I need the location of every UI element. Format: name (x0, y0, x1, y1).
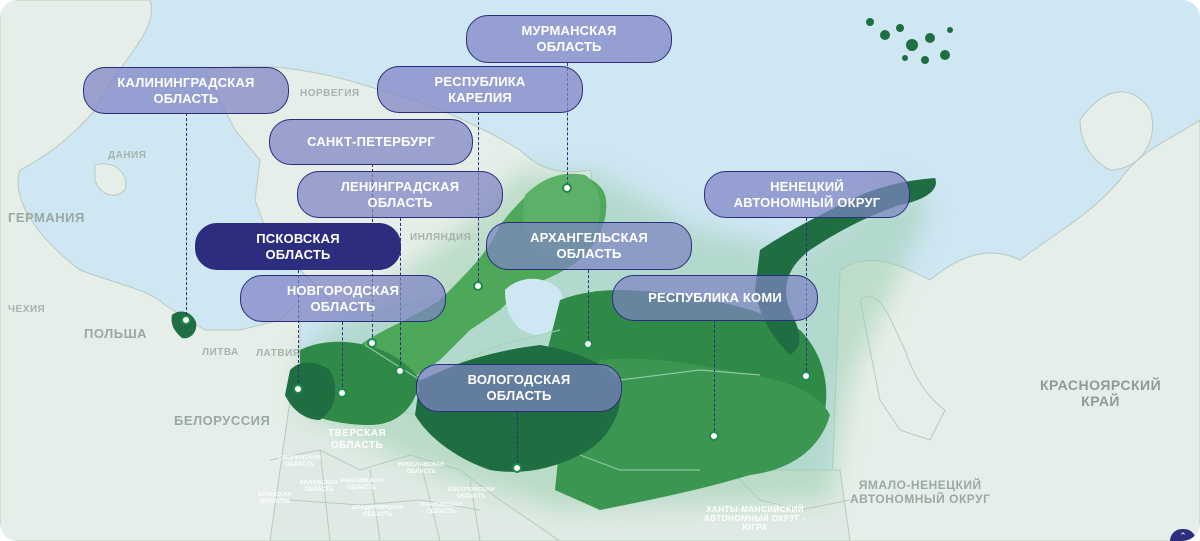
country-label-khmao: ХАНТЫ-МАНСИЙСКИЙ АВТОНОМНЫЙ ОКРУГ - ЮГРА (704, 505, 807, 533)
dot-pskov[interactable] (293, 384, 303, 394)
leader-murmansk (567, 63, 568, 185)
oblast-label-moscow: МОСКОВСКАЯ ОБЛАСТЬ (340, 478, 384, 492)
region-pill-spb[interactable]: САНКТ-ПЕТЕРБУРГ (269, 119, 473, 165)
region-pill-novgorod[interactable]: НОВГОРОДСКАЯ ОБЛАСТЬ (240, 275, 446, 322)
country-label-krasnoyarsk: КРАСНОЯРСКИЙ КРАЙ (1040, 377, 1162, 410)
region-pill-nenets[interactable]: НЕНЕЦКИЙ АВТОНОМНЫЙ ОКРУГ (704, 171, 910, 218)
dot-spb[interactable] (367, 338, 377, 348)
region-pill-kaliningrad[interactable]: КАЛИНИНГРАДСКАЯ ОБЛАСТЬ (83, 67, 289, 114)
country-label-tver: ТВЕРСКАЯ ОБЛАСТЬ (328, 428, 387, 451)
region-pill-leningrad[interactable]: ЛЕНИНГРАДСКАЯ ОБЛАСТЬ (297, 171, 503, 218)
country-label-latvia: ЛАТВИЯ (256, 348, 301, 359)
leader-vologda (517, 412, 518, 468)
dot-kaliningrad[interactable] (181, 315, 191, 325)
dot-karelia[interactable] (473, 281, 483, 291)
dot-nenets[interactable] (801, 371, 811, 381)
region-pill-murmansk[interactable]: МУРМАНСКАЯ ОБЛАСТЬ (466, 15, 672, 63)
oblast-label-bryansk: БРЯНСКАЯ ОБЛАСТЬ (258, 492, 292, 506)
country-label-yamal: ЯМАЛО-НЕНЕЦКИЙ АВТОНОМНЫЙ ОКРУГ (850, 478, 991, 506)
country-label-finland: ИНЛЯНДИЯ (410, 232, 472, 243)
dot-murmansk[interactable] (562, 183, 572, 193)
leader-pskov (298, 270, 299, 388)
leader-arkhangelsk (588, 270, 589, 344)
region-pill-karelia[interactable]: РЕСПУБЛИКА КАРЕЛИЯ (377, 66, 583, 113)
dot-arkhangelsk[interactable] (583, 339, 593, 349)
oblast-label-ivanovo: ИВАНОВСКАЯ ОБЛАСТЬ (420, 502, 463, 516)
oblast-label-vladimir: ВЛАДИМИРСКАЯ ОБЛАСТЬ (352, 505, 404, 519)
dot-leningrad[interactable] (395, 366, 405, 376)
country-label-poland: ПОЛЬША (84, 326, 148, 341)
leader-novgorod (342, 322, 343, 392)
dot-novgorod[interactable] (337, 388, 347, 398)
country-label-belarus: БЕЛОРУССИЯ (174, 413, 271, 428)
leader-kaliningrad (186, 113, 187, 320)
country-label-norway: НОРВЕГИЯ (300, 88, 360, 99)
country-label-lithuania: ЛИТВА (202, 347, 239, 358)
dot-komi[interactable] (709, 431, 719, 441)
dot-vologda[interactable] (512, 463, 522, 473)
region-pill-arkhangelsk[interactable]: АРХАНГЕЛЬСКАЯ ОБЛАСТЬ (486, 222, 692, 270)
country-label-denmark: ДАНИЯ (108, 150, 147, 161)
region-pill-komi[interactable]: РЕСПУБЛИКА КОМИ (612, 275, 818, 321)
oblast-label-kostroma: КОСТРОМСКАЯ ОБЛАСТЬ (448, 487, 495, 501)
country-label-czechia: ЧЕХИЯ (8, 304, 46, 315)
chevron-up-icon[interactable]: ⌃ (1170, 529, 1196, 541)
leader-komi (714, 320, 715, 436)
region-pill-pskov[interactable]: ПСКОВСКАЯ ОБЛАСТЬ (195, 223, 401, 270)
country-label-germany: ГЕРМАНИЯ (8, 210, 85, 225)
oblast-label-smolensk: СМОЛЕНСКАЯ ОБЛАСТЬ (278, 455, 321, 469)
oblast-label-kaluga: КАЛУЖСКАЯ ОБЛАСТЬ (300, 480, 338, 494)
region-pill-vologda[interactable]: ВОЛОГОДСКАЯ ОБЛАСТЬ (416, 364, 622, 412)
oblast-label-yaroslavl: ЯРОСЛАВСКАЯ ОБЛАСТЬ (398, 462, 445, 476)
